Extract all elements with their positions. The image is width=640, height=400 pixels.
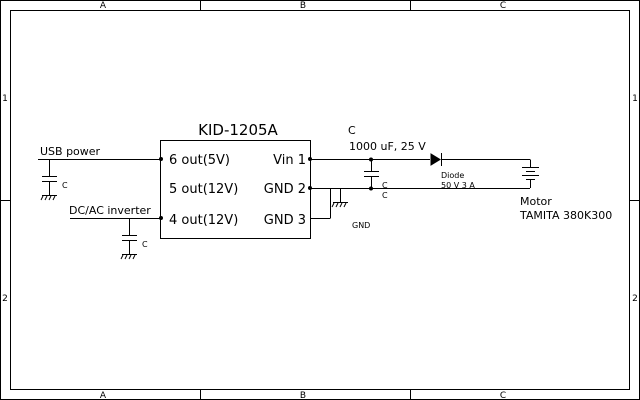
big-cap-name: C (348, 124, 356, 137)
pin-4-label: 4 out(12V) (169, 213, 238, 228)
motor-name-label: Motor (520, 195, 552, 208)
col-label-b-bottom: B (300, 391, 306, 400)
ground-hatch (44, 195, 48, 201)
ground-hatch (343, 202, 347, 208)
ground-hatch (132, 254, 136, 260)
col-label-a-top: A (100, 1, 107, 11)
row-label-1-right: 1 (632, 94, 638, 104)
usb-cap-label: C (62, 181, 68, 190)
row-label-2-right: 2 (632, 294, 638, 304)
pin-2-label: GND 2 (264, 182, 306, 197)
gnd-label: GND (352, 221, 370, 230)
usb-power-label: USB power (40, 145, 101, 158)
ground-hatch (124, 254, 128, 260)
row-label-1-left: 1 (2, 94, 8, 104)
ground-hatch (120, 254, 124, 260)
diode-symbol (430, 153, 441, 166)
pin-3-label: GND 3 (264, 213, 306, 228)
col-label-c-top: C (500, 1, 506, 11)
small-cap-label-2: C (382, 191, 388, 200)
dcac-cap-label: C (142, 240, 148, 249)
inner-frame (10, 10, 630, 390)
pin-6-label: 6 out(5V) (169, 153, 230, 168)
pin-1-label: Vin 1 (273, 153, 306, 168)
row-label-2-left: 2 (2, 294, 8, 304)
motor-model-label: TAMITA 380K300 (519, 209, 612, 222)
diode-value-label: 50 V 3 A (441, 181, 475, 190)
big-cap-value: 1000 uF, 25 V (349, 140, 426, 153)
ground-hatch (335, 202, 339, 208)
col-label-c-bottom: C (500, 391, 506, 400)
ground-hatch (52, 195, 56, 201)
diode-name-label: Diode (441, 171, 464, 180)
ground-hatch (331, 202, 335, 208)
dcac-inverter-label: DC/AC inverter (69, 204, 151, 217)
col-label-b-top: B (300, 1, 306, 11)
ground-hatch (339, 202, 343, 208)
ground-hatch (48, 195, 52, 201)
ground-hatch (40, 195, 44, 201)
regulator-name: KID-1205A (198, 121, 278, 139)
small-cap-label-1: C (382, 181, 388, 190)
col-label-a-bottom: A (100, 391, 107, 400)
pin-5-label: 5 out(12V) (169, 182, 238, 197)
ground-hatch (128, 254, 132, 260)
